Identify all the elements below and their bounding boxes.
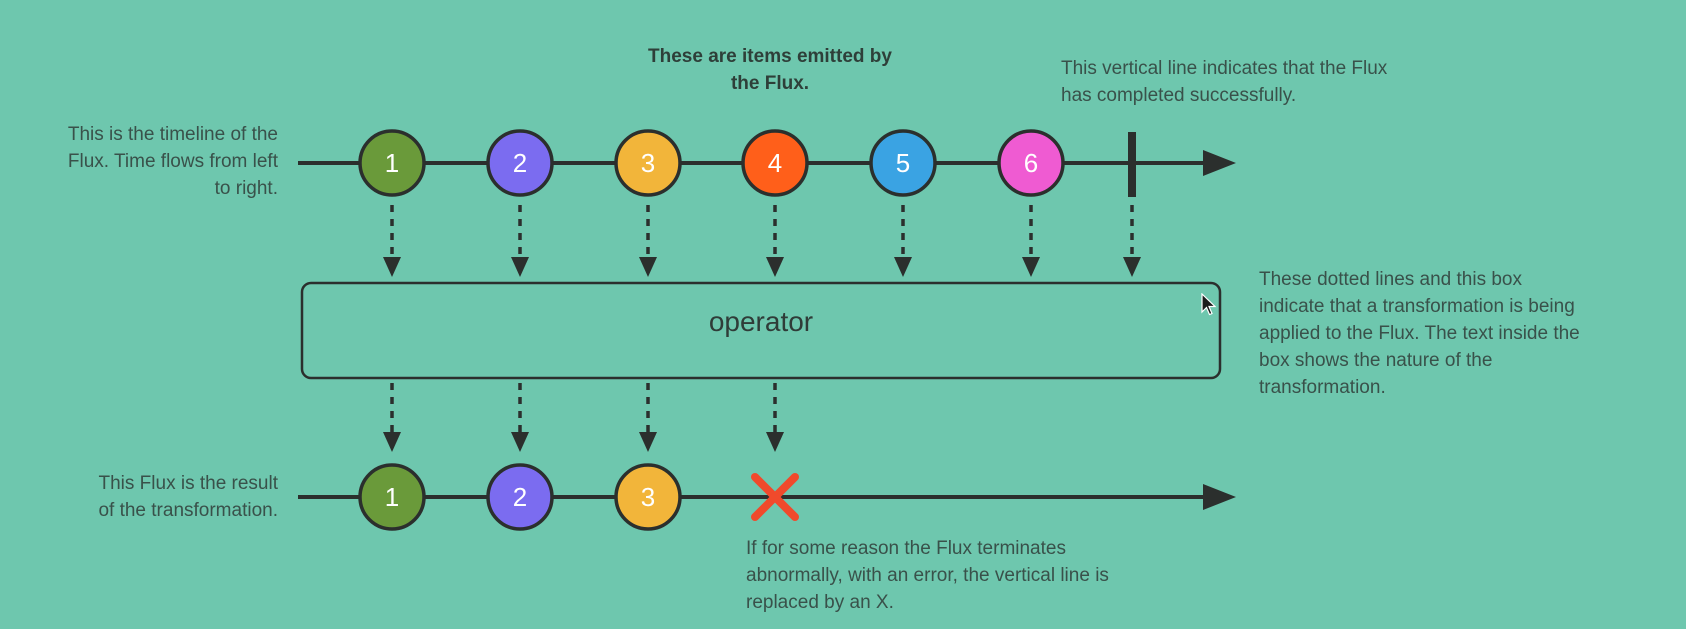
dotted-arrow-in-2-head	[511, 257, 529, 277]
mouse-pointer-icon	[1201, 293, 1217, 316]
dotted-arrow-in-1-head	[383, 257, 401, 277]
source-item-1-label: 1	[385, 148, 399, 178]
source-item-3-label: 3	[641, 148, 655, 178]
result-item-1	[358, 463, 426, 531]
dotted-arrow-out-1-head	[383, 432, 401, 452]
source-item-2-label: 2	[513, 148, 527, 178]
dotted-arrow-in-complete-head	[1123, 257, 1141, 277]
dotted-arrow-in-6-head	[1022, 257, 1040, 277]
source-item-3	[614, 129, 682, 197]
source-item-4-label: 4	[768, 148, 782, 178]
operator-label: operator	[708, 306, 814, 337]
operator-box	[300, 281, 1222, 380]
result-item-2	[486, 463, 554, 531]
dotted-arrow-in-5-head	[894, 257, 912, 277]
source-item-4	[741, 129, 809, 197]
dotted-arrow-out-4-head	[766, 432, 784, 452]
result-item-3	[614, 463, 682, 531]
source-item-2	[486, 129, 554, 197]
result-item-1-label: 1	[385, 482, 399, 512]
source-item-1	[358, 129, 426, 197]
source-item-5	[869, 129, 937, 197]
dotted-arrow-in-3-head	[639, 257, 657, 277]
result-item-3-label: 3	[641, 482, 655, 512]
source-item-6	[997, 129, 1065, 197]
result-note: This Flux is the result of the transform…	[98, 473, 278, 521]
items-emitted-note: These are items emitted by the Flux.	[648, 46, 892, 94]
source-item-6-label: 6	[1024, 148, 1038, 178]
result-timeline-arrowhead	[1203, 484, 1236, 510]
timeline-note: This is the timeline of the Flux. Time f…	[67, 124, 278, 199]
transformation-box-note: These dotted lines and this box indicate…	[1259, 269, 1580, 398]
dotted-arrow-out-2-head	[511, 432, 529, 452]
error-note: If for some reason the Flux terminates a…	[746, 538, 1109, 613]
dotted-arrow-out-3-head	[639, 432, 657, 452]
source-timeline-arrowhead	[1203, 150, 1236, 176]
result-item-2-label: 2	[513, 482, 527, 512]
dotted-arrow-in-4-head	[766, 257, 784, 277]
completed-note: This vertical line indicates that the Fl…	[1061, 58, 1388, 106]
source-item-5-label: 5	[896, 148, 910, 178]
error-x-stroke-2	[751, 473, 799, 521]
